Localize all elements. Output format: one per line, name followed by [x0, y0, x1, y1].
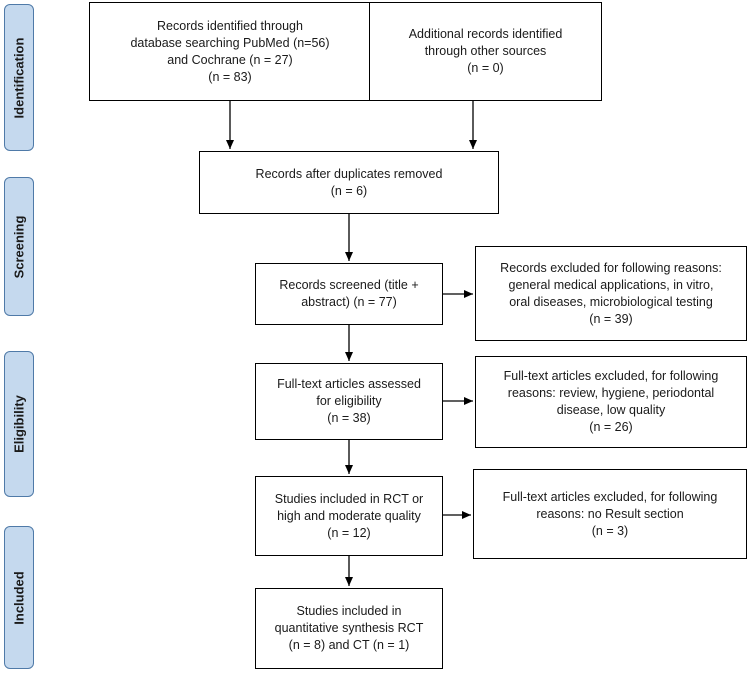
box-excluded-screening: Records excluded for following reasons: … [475, 246, 747, 341]
box-database-search: Records identified through database sear… [89, 2, 371, 101]
box-records-screened: Records screened (title + abstract) (n =… [255, 263, 443, 325]
box-other-sources: Additional records identified through ot… [369, 2, 602, 101]
box-studies-rct: Studies included in RCT or high and mode… [255, 476, 443, 556]
box-quantitative-synthesis: Studies included in quantitative synthes… [255, 588, 443, 669]
phase-eligibility: Eligibility [4, 351, 34, 497]
box-fulltext-assessed: Full-text articles assessed for eligibil… [255, 363, 443, 440]
phase-identification: Identification [4, 4, 34, 151]
box-fulltext-excluded-1: Full-text articles excluded, for followi… [475, 356, 747, 448]
box-duplicates-removed: Records after duplicates removed (n = 6) [199, 151, 499, 214]
phase-included: Included [4, 526, 34, 669]
phase-screening: Screening [4, 177, 34, 316]
box-fulltext-excluded-2: Full-text articles excluded, for followi… [473, 469, 747, 559]
